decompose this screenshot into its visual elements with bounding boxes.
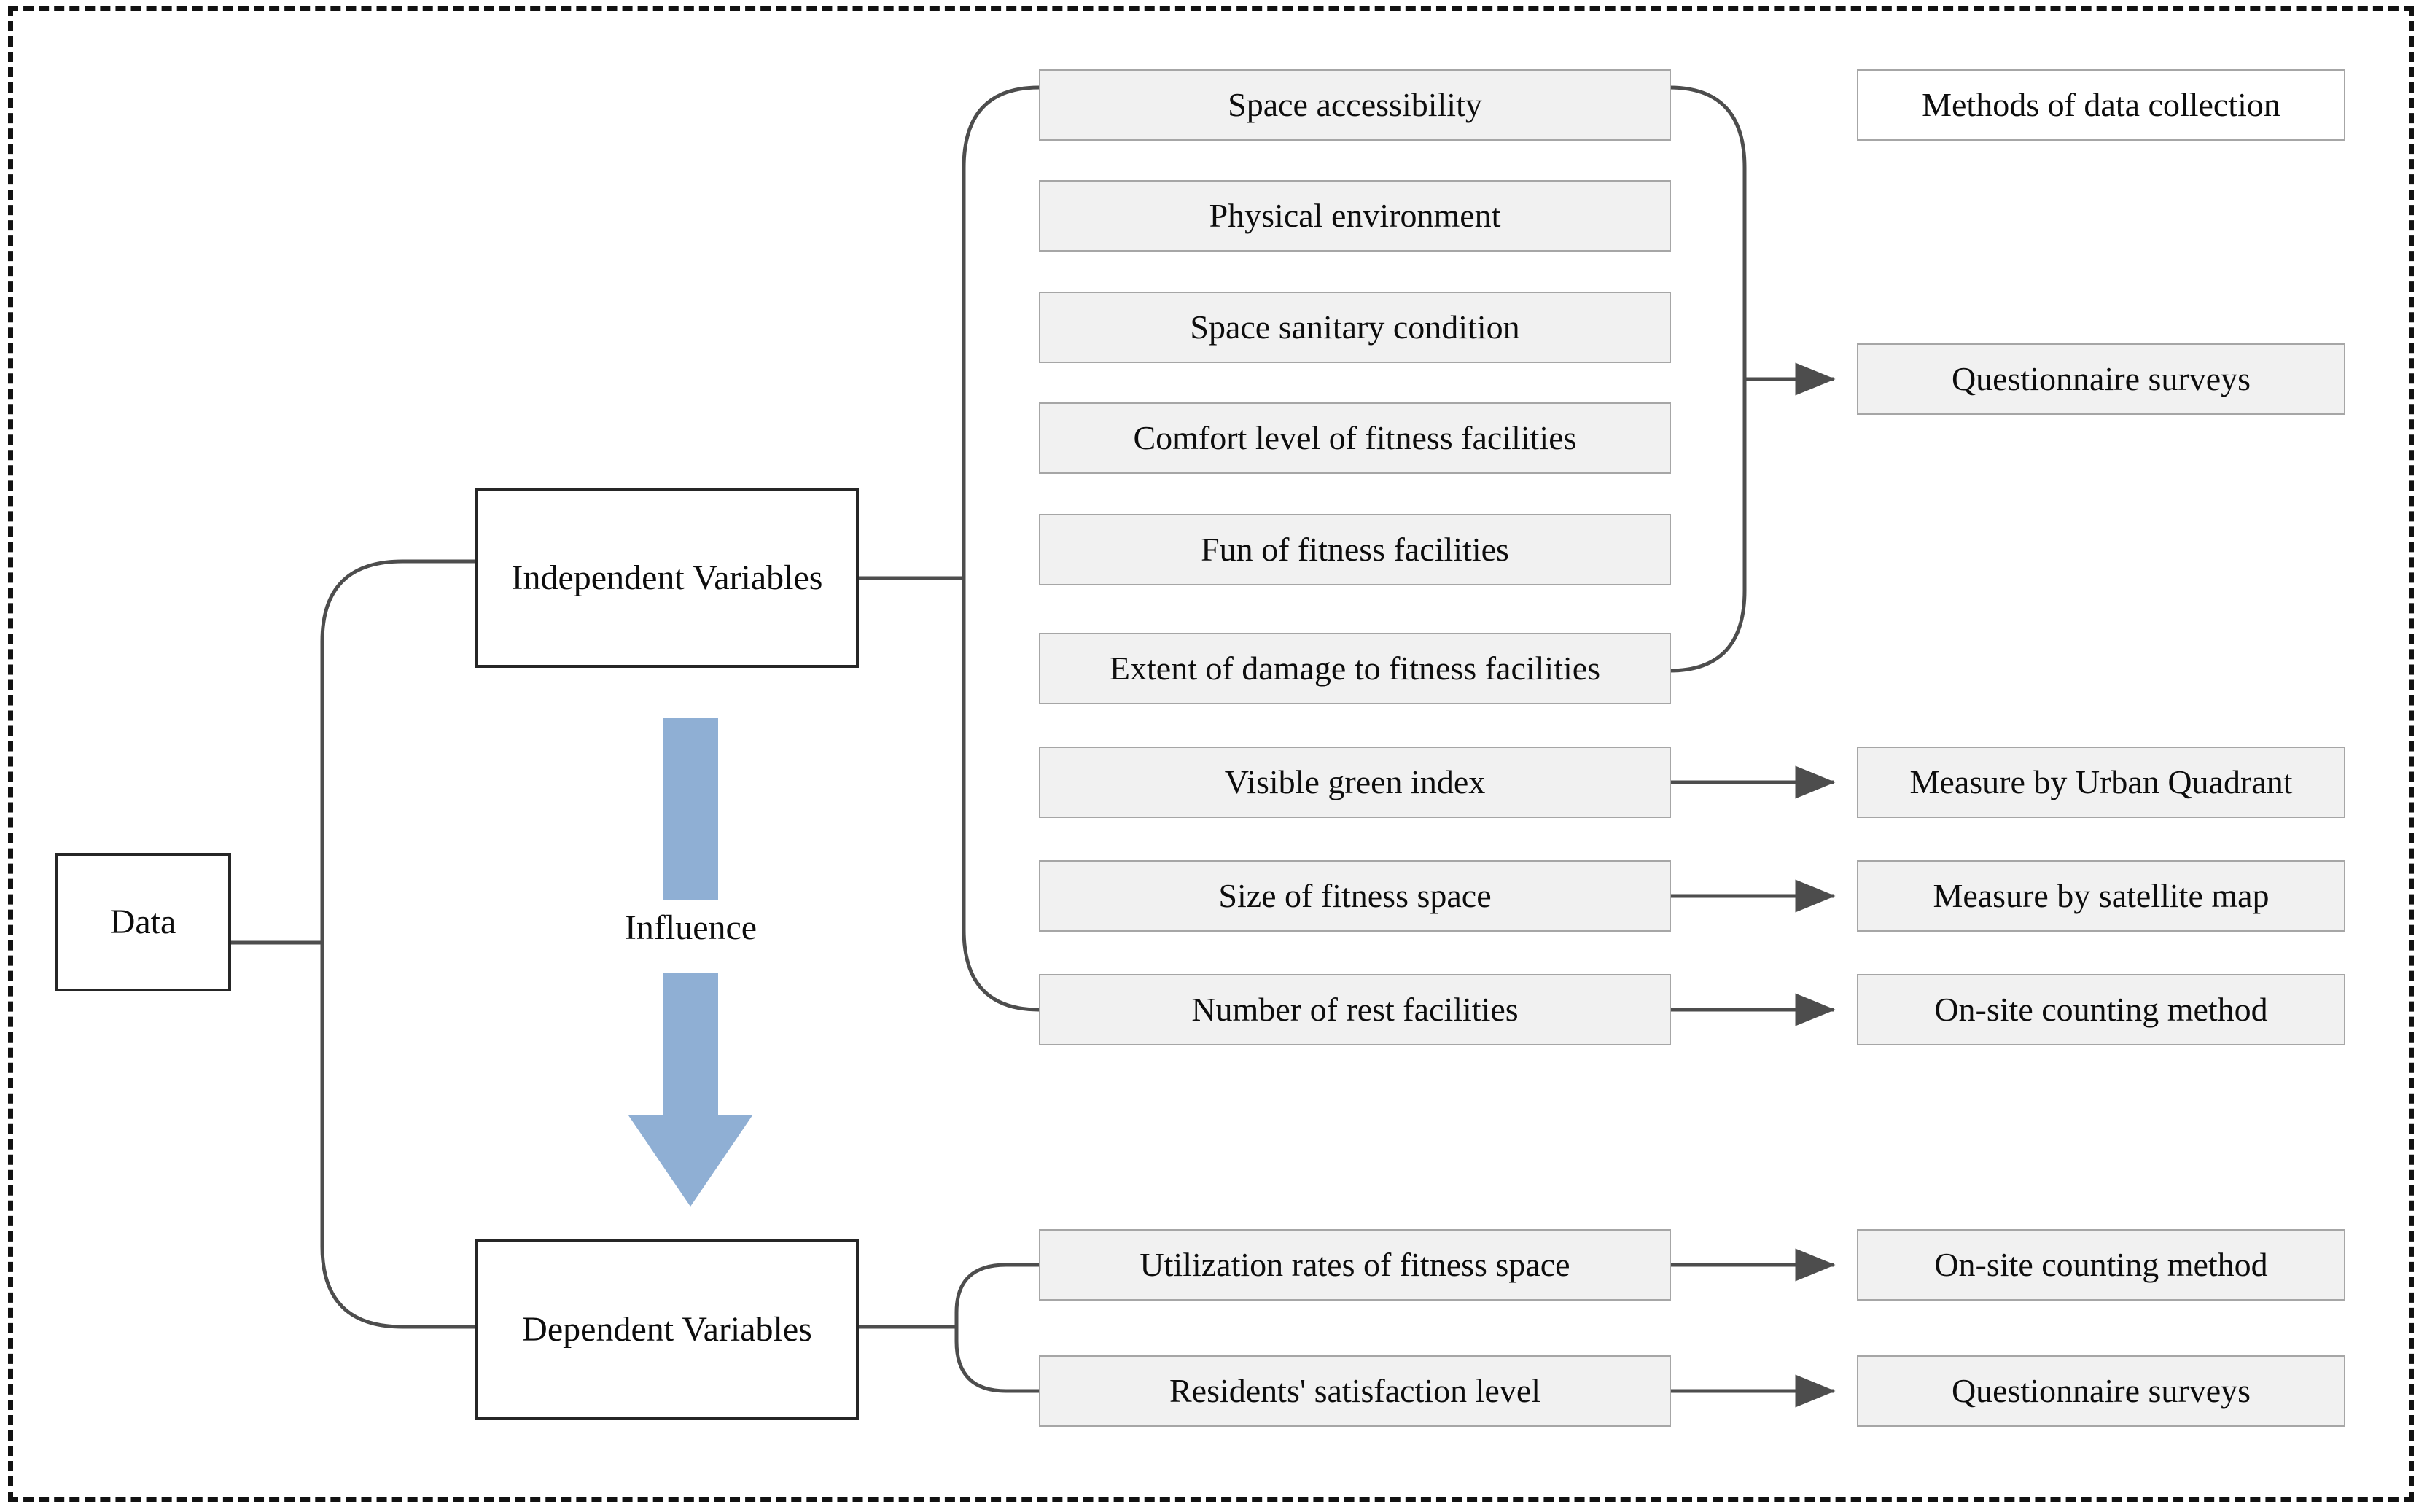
node-variable-fun-of-fitness-facilities[interactable]: Fun of fitness facilities [1039, 514, 1671, 585]
influence-arrow-head [628, 1115, 752, 1207]
node-method-measure-by-satellite-map[interactable]: Measure by satellite map [1857, 860, 2345, 932]
node-method-on-site-counting-method-rest-facilities[interactable]: On-site counting method [1857, 974, 2345, 1045]
brace-questionnaire-top [1669, 85, 1747, 379]
brace-independent-top [962, 85, 1040, 578]
brace-data-to-dependent [320, 943, 475, 1329]
brace-questionnaire-bottom [1669, 379, 1747, 673]
influence-arrow-lower-shaft [663, 973, 718, 1115]
node-method-questionnaire-surveys-independent[interactable]: Questionnaire surveys [1857, 343, 2345, 415]
node-method-on-site-counting-method-utilization[interactable]: On-site counting method [1857, 1229, 2345, 1301]
brace-dependent-bottom [954, 1327, 1039, 1393]
node-variable-extent-of-damage-to-fitness-facilities[interactable]: Extent of damage to fitness facilities [1039, 633, 1671, 704]
node-method-measure-by-urban-quadrant[interactable]: Measure by Urban Quadrant [1857, 747, 2345, 818]
brace-data-to-independent [320, 559, 475, 943]
node-variable-number-of-rest-facilities[interactable]: Number of rest facilities [1039, 974, 1671, 1045]
node-variable-utilization-rates-of-fitness-space[interactable]: Utilization rates of fitness space [1039, 1229, 1671, 1301]
node-variable-space-accessibility[interactable]: Space accessibility [1039, 69, 1671, 141]
influence-arrow-upper-shaft [663, 718, 718, 900]
brace-dependent-top [954, 1263, 1039, 1327]
node-variable-size-of-fitness-space[interactable]: Size of fitness space [1039, 860, 1671, 932]
node-variable-residents-satisfaction-level[interactable]: Residents' satisfaction level [1039, 1355, 1671, 1427]
influence-label: Influence [624, 908, 757, 947]
node-variable-space-sanitary-condition[interactable]: Space sanitary condition [1039, 292, 1671, 363]
node-methods-of-data-collection-header: Methods of data collection [1857, 69, 2345, 141]
node-variable-visible-green-index[interactable]: Visible green index [1039, 747, 1671, 818]
node-data[interactable]: Data [55, 853, 231, 991]
node-dependent-variables[interactable]: Dependent Variables [475, 1239, 859, 1420]
node-method-questionnaire-surveys-satisfaction[interactable]: Questionnaire surveys [1857, 1355, 2345, 1427]
node-variable-comfort-level-of-fitness-facilities[interactable]: Comfort level of fitness facilities [1039, 402, 1671, 474]
node-variable-physical-environment[interactable]: Physical environment [1039, 180, 1671, 252]
node-independent-variables[interactable]: Independent Variables [475, 488, 859, 668]
brace-independent-bottom [962, 578, 1040, 1012]
